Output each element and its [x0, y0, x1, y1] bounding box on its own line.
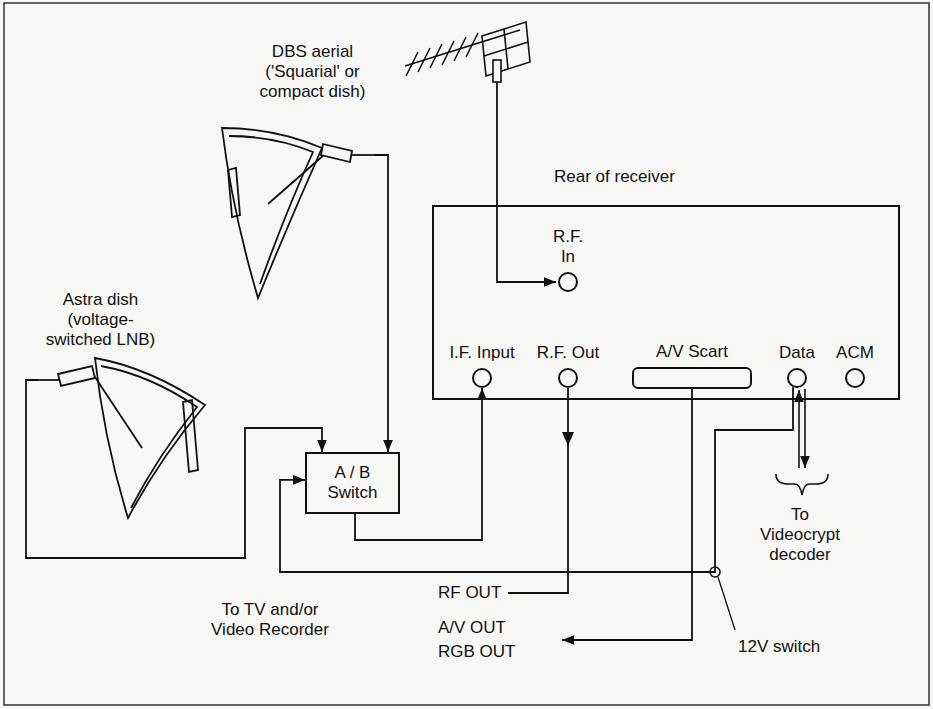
aerial-element	[430, 44, 442, 68]
socket-label: Data	[779, 343, 815, 363]
arrow-head	[562, 432, 574, 446]
astra-dish-drawing	[38, 358, 205, 518]
box-label: A / B Switch	[322, 463, 384, 503]
dbs-dish-drawing	[222, 128, 375, 298]
scart-wire	[562, 389, 692, 640]
signal-name-holder: RGB OUT	[438, 642, 515, 662]
socket-connector: R.F. In	[558, 272, 578, 292]
rf-out-wire	[508, 388, 568, 593]
brace	[776, 474, 828, 495]
panel-heading: Rear of receiver	[554, 167, 675, 187]
destination-note-holder: To TV and/or Video Recorder	[205, 600, 335, 640]
signal-name-holder: RF OUT	[438, 583, 501, 603]
signal-name: RF OUT	[438, 583, 501, 603]
dish-mount	[183, 400, 198, 472]
callout-label-holder: 12V switch	[738, 637, 820, 657]
destination-note: To Videocrypt decoder	[750, 505, 850, 565]
data-wire	[798, 390, 800, 468]
socket-label: ACM	[836, 343, 874, 363]
signal-name: A/V OUT	[438, 618, 506, 638]
socket-label: R.F. Out	[537, 343, 599, 363]
callout-label: 12V switch	[738, 637, 820, 657]
aerial-clamp	[493, 60, 501, 82]
dish-rim-inner	[229, 136, 313, 284]
socket-connector: Data	[787, 368, 807, 388]
aerial-element	[466, 33, 478, 57]
socket-connector: R.F. Out	[558, 368, 578, 388]
dish-mount	[228, 168, 240, 217]
dbs-aerial: DBS aerial ('Squarial' or compact dish)	[210, 32, 375, 305]
receiver-panel: Rear of receiverR.F. InI.F. InputR.F. Ou…	[432, 205, 900, 400]
feed-arm	[93, 374, 142, 448]
aerial-reflector	[482, 22, 530, 76]
aerial-element	[442, 41, 454, 65]
cable-connector	[26, 380, 322, 558]
aerial-boom	[405, 30, 520, 66]
aerial-reflector-bar	[504, 29, 508, 69]
signal-name: RGB OUT	[438, 642, 515, 662]
cable-connector	[375, 155, 388, 452]
astra-dish: Astra dish (voltage-switched LNB)	[38, 285, 208, 530]
dish-rim	[222, 128, 322, 298]
lnb	[58, 366, 95, 386]
socket-connector: I.F. Input	[472, 368, 492, 388]
cable-connector	[280, 387, 793, 572]
aerial-cable	[497, 82, 556, 282]
signal-name-holder: A/V OUT	[438, 618, 506, 638]
dish-label: DBS aerial ('Squarial' or compact dish)	[250, 42, 375, 102]
dish-label: Astra dish (voltage-switched LNB)	[38, 290, 163, 350]
switch-box: A / B Switch	[305, 452, 400, 514]
destination-note-holder: To Videocrypt decoder	[750, 505, 850, 565]
socket-connector: ACM	[845, 368, 865, 388]
leader-line	[718, 577, 735, 630]
socket-label: A/V Scart	[656, 342, 728, 362]
data-wire	[804, 389, 806, 468]
aerial-element	[406, 52, 418, 76]
feed-arm	[268, 154, 325, 204]
lnb-lead	[38, 379, 59, 381]
lnb-lead	[351, 154, 375, 156]
destination-note: To TV and/or Video Recorder	[205, 600, 335, 640]
aerial-element	[418, 48, 430, 72]
lnb	[321, 144, 352, 162]
scart-socket: A/V Scart	[632, 367, 752, 389]
aerial-element	[454, 37, 466, 61]
page-frame	[4, 3, 929, 705]
yagi-aerial	[405, 22, 530, 82]
dish-rim-inner	[101, 366, 197, 508]
socket-label: R.F. In	[553, 227, 583, 267]
dish-rim	[95, 358, 205, 518]
socket-label: I.F. Input	[449, 343, 514, 363]
